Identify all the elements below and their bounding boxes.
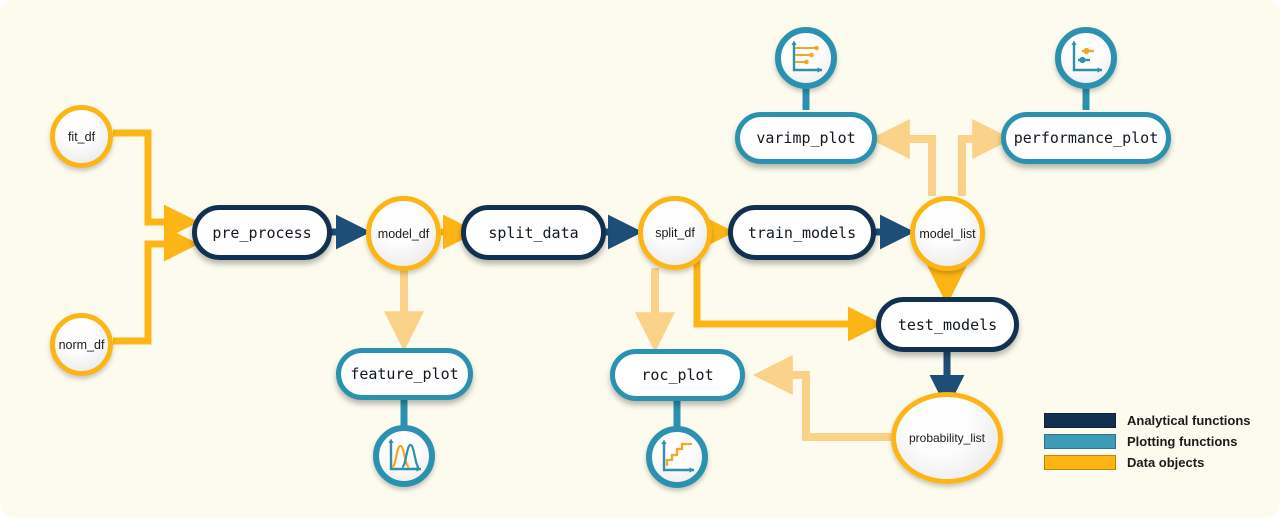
node-feature_plot-label: feature_plot <box>350 365 459 383</box>
node-split_df-label: split_df <box>655 226 695 240</box>
node-probability_list-label: probability_list <box>908 431 986 445</box>
node-probability_list[interactable]: probability_list <box>891 392 1003 484</box>
node-split_df[interactable]: split_df <box>638 196 712 270</box>
lollipop-bars-icon <box>775 27 837 89</box>
node-varimp_plot-label: varimp_plot <box>756 129 856 147</box>
node-varimp_plot[interactable]: varimp_plot <box>735 112 877 164</box>
node-pre_process-label: pre_process <box>212 223 312 242</box>
edge-probability_list-roc_plot <box>752 355 891 441</box>
legend-item-plotting: Plotting functions <box>1044 432 1251 451</box>
node-split_data[interactable]: split_data <box>461 205 606 260</box>
legend-item-data-objects: Data objects <box>1044 453 1251 472</box>
legend: Analytical functions Plotting functions … <box>1044 411 1251 474</box>
node-pre_process[interactable]: pre_process <box>192 205 332 260</box>
node-performance_plot-label: performance_plot <box>1013 129 1159 147</box>
node-test_models-label: test_models <box>897 315 998 334</box>
legend-swatch-data-objects <box>1044 455 1116 470</box>
node-roc_plot[interactable]: roc_plot <box>610 349 745 401</box>
node-split_data-label: split_data <box>488 223 579 242</box>
node-roc_plot-label: roc_plot <box>641 366 714 384</box>
node-feature_plot[interactable]: feature_plot <box>336 348 473 400</box>
legend-label-plotting: Plotting functions <box>1127 434 1238 449</box>
step-curve-icon <box>646 426 708 488</box>
edge-split_df-test_models <box>693 252 883 342</box>
legend-label-analytical: Analytical functions <box>1127 413 1251 428</box>
node-norm_df-label: norm_df <box>58 337 105 352</box>
node-model_df[interactable]: model_df <box>366 196 441 271</box>
node-fit_df-label: fit_df <box>67 129 96 144</box>
node-norm_df[interactable]: norm_df <box>50 313 113 376</box>
node-train_models[interactable]: train_models <box>728 205 876 260</box>
edge-model_list-varimp_plot <box>869 119 936 196</box>
legend-swatch-analytical <box>1044 413 1116 428</box>
node-model_list[interactable]: model_list <box>910 196 985 271</box>
node-fit_df[interactable]: fit_df <box>50 105 113 168</box>
edge-fit_df-pre_process <box>113 129 199 240</box>
density-curves-icon <box>373 425 435 487</box>
node-performance_plot[interactable]: performance_plot <box>1001 112 1171 164</box>
node-model_df-label: model_df <box>377 226 430 241</box>
node-train_models-label: train_models <box>747 223 857 242</box>
edge-norm_df-pre_process <box>113 226 199 345</box>
dot-plot-icon <box>1055 27 1117 89</box>
edge-model_list-performance_plot <box>958 119 1013 196</box>
node-test_models[interactable]: test_models <box>876 297 1019 352</box>
legend-item-analytical: Analytical functions <box>1044 411 1251 430</box>
node-model_list-label: model_list <box>919 226 976 241</box>
legend-swatch-plotting <box>1044 434 1116 449</box>
legend-label-data-objects: Data objects <box>1127 455 1205 470</box>
